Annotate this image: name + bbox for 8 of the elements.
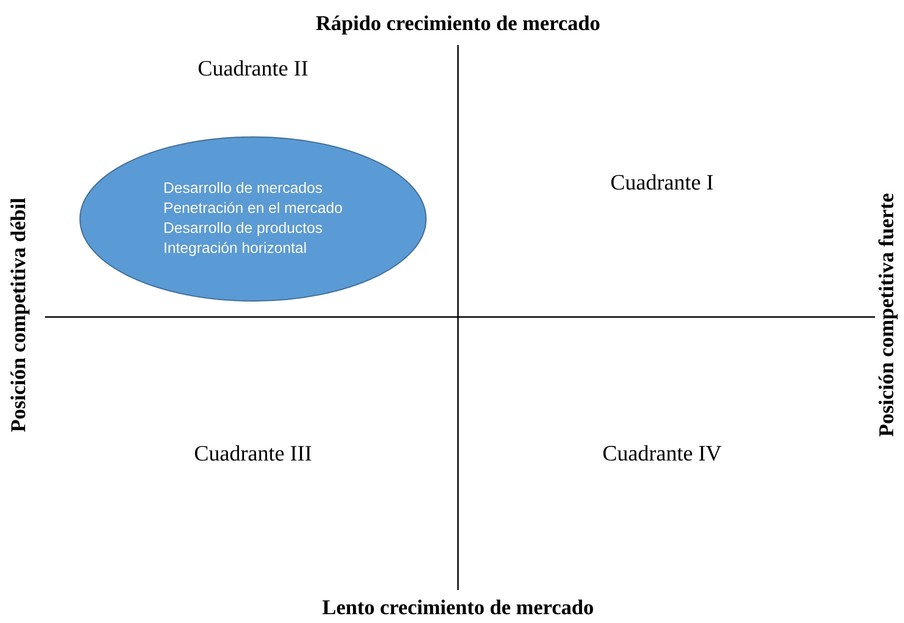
quadrant-label: Cuadrante IV bbox=[603, 445, 722, 461]
axis-label: Rápido crecimiento de mercado bbox=[316, 15, 600, 35]
axis-label: Posición competitiva débil bbox=[10, 198, 30, 432]
axis-label: Posición competitiva fuerte bbox=[878, 194, 898, 436]
quadrant-label: Cuadrante II bbox=[198, 60, 308, 76]
quadrant-label: Cuadrante III bbox=[194, 445, 312, 461]
quadrant-label: Cuadrante I bbox=[611, 174, 713, 190]
axis-label: Lento crecimiento de mercado bbox=[322, 600, 594, 614]
